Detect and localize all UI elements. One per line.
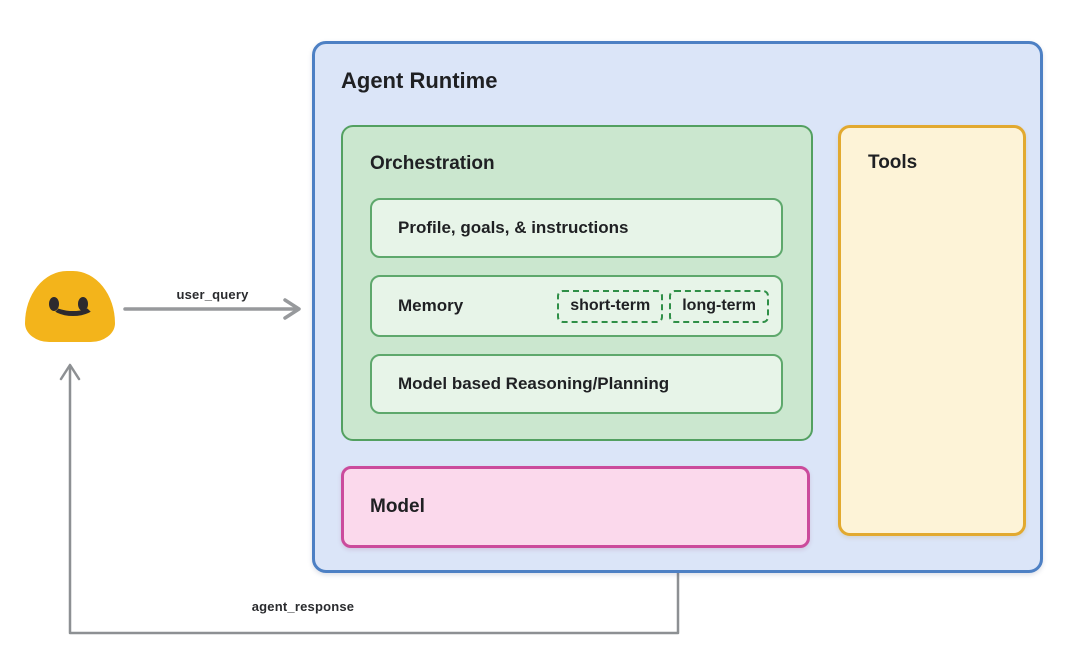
orchestration-box: Orchestration Profile, goals, & instruct… — [341, 125, 813, 441]
agent-runtime-title: Agent Runtime — [341, 68, 498, 93]
agent-runtime-box: Agent Runtime Orchestration Profile, goa… — [312, 41, 1043, 573]
long-term-memory-chip: long-term — [669, 289, 769, 323]
tools-title: Tools — [868, 152, 918, 173]
user-smile-icon — [51, 295, 95, 316]
short-term-memory-chip: short-term — [557, 289, 664, 323]
memory-label: Memory — [398, 296, 464, 315]
orchestration-title: Orchestration — [370, 153, 495, 174]
user-query-arrow — [123, 298, 301, 320]
profile-goals-instructions-box: Profile, goals, & instructions — [370, 198, 783, 258]
user-smiley-icon — [25, 271, 115, 342]
reasoning-planning-box: Model based Reasoning/Planning — [370, 354, 783, 414]
orchestration-rows: Profile, goals, & instructions Memory sh… — [370, 198, 783, 431]
memory-box: Memory short-term long-term — [370, 275, 783, 337]
profile-goals-instructions-label: Profile, goals, & instructions — [398, 218, 629, 237]
agent-response-label: agent_response — [251, 599, 355, 614]
model-label: Model — [370, 496, 425, 517]
user-query-label: user_query — [176, 287, 249, 302]
model-box: Model — [341, 466, 810, 548]
tools-box: Tools — [838, 125, 1026, 536]
reasoning-planning-label: Model based Reasoning/Planning — [398, 374, 670, 393]
